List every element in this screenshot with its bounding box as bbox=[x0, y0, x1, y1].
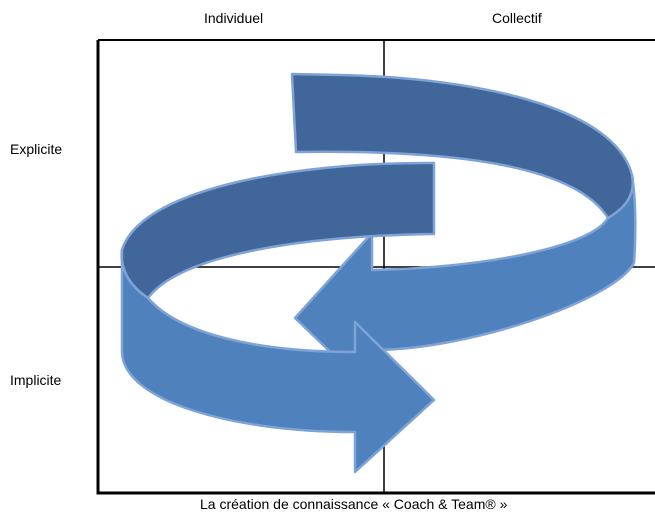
column-label-individual: Individuel bbox=[204, 10, 264, 26]
matrix-frame bbox=[96, 40, 655, 495]
row-label-explicit: Explicite bbox=[10, 141, 63, 157]
cycle-icon bbox=[120, 72, 637, 474]
row-label-implicit: Implicite bbox=[10, 372, 62, 388]
lower-arrow-front-face bbox=[120, 248, 436, 474]
column-label-collective: Collectif bbox=[492, 10, 542, 26]
diagram-caption: La création de connaissance « Coach & Te… bbox=[200, 496, 508, 512]
